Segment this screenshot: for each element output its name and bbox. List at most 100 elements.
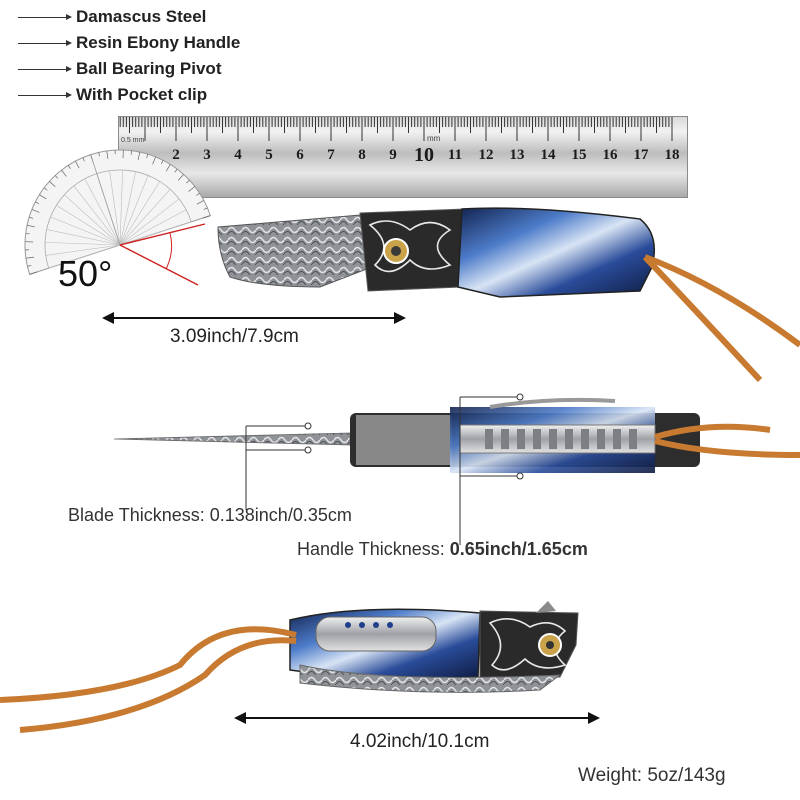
protractor-tick — [29, 216, 34, 219]
knife-edge-view — [113, 397, 800, 473]
clip-ridge — [533, 429, 541, 449]
dimension-arrow-top — [102, 312, 406, 324]
protractor-tick — [174, 168, 178, 173]
protractor-tick — [152, 156, 156, 165]
protractor-tick — [54, 175, 59, 179]
protractor-tick — [39, 194, 47, 200]
clip-ridge — [581, 429, 589, 449]
protractor-ray — [56, 205, 121, 246]
protractor-tick — [203, 207, 208, 210]
ruler-number: 4 — [234, 147, 242, 163]
protractor-tick — [130, 150, 132, 155]
feature-item-handle: Resin Ebony Handle — [18, 32, 240, 54]
protractor-tick — [61, 169, 67, 177]
protractor-tick — [25, 241, 34, 243]
protractor-tick — [75, 160, 80, 169]
protractor — [24, 149, 211, 286]
protractor-ray — [119, 170, 123, 246]
knife-open-side — [217, 207, 800, 383]
protractor-tick — [25, 256, 34, 259]
protractor-tick — [196, 200, 205, 205]
protractor-tick — [49, 181, 56, 188]
ruler-ticks — [119, 117, 673, 141]
protractor-tick — [177, 174, 184, 181]
dimension-label-top: 3.09inch/7.9cm — [170, 326, 299, 347]
feature-item-damascus: Damascus Steel — [18, 6, 206, 28]
ruler-number: 3 — [203, 147, 211, 163]
ruler-number: 14 — [540, 147, 556, 163]
ruler-number: 7 — [327, 147, 335, 163]
protractor-tick — [146, 154, 149, 159]
ruler-number: 2 — [172, 147, 180, 163]
clip-ridge — [629, 429, 637, 449]
protractor-ray — [119, 171, 136, 246]
ruler-number: 10 — [414, 144, 434, 166]
protractor-tick — [202, 215, 211, 219]
weight-caption: Weight: 5oz/143g — [578, 765, 726, 786]
feature-label: Damascus Steel — [76, 7, 207, 26]
ruler-number: 15 — [571, 147, 587, 163]
protractor-tick — [196, 192, 200, 196]
protractor-tick — [188, 186, 196, 192]
protractor-tick — [137, 152, 141, 160]
protractor-ray — [73, 185, 121, 246]
thickness-indicators — [245, 393, 524, 545]
dimension-label-bottom: 4.02inch/10.1cm — [350, 731, 490, 752]
ruler-number: 12 — [478, 147, 494, 163]
handle-thickness-caption: Handle Thickness: 0.65inch/1.65cm — [297, 539, 588, 559]
feature-label: Resin Ebony Handle — [76, 33, 241, 52]
protractor-ray — [84, 178, 121, 246]
arrow-right-icon — [18, 13, 72, 20]
ruler-number: 5 — [265, 147, 273, 163]
feature-label: With Pocket clip — [76, 85, 208, 104]
protractor-ray — [50, 216, 121, 246]
feature-label: Ball Bearing Pivot — [76, 59, 222, 78]
protractor-ray — [45, 244, 121, 256]
ruler-number: 11 — [447, 147, 463, 163]
ruler-number: 18 — [664, 147, 680, 163]
ruler-number: 16 — [602, 147, 618, 163]
protractor-tick — [35, 201, 40, 204]
ruler-number: 17 — [633, 147, 649, 163]
protractor-angle-label: 50° — [58, 253, 113, 294]
protractor-ray — [48, 244, 121, 269]
protractor-tick — [25, 233, 30, 235]
arrow-right-icon — [18, 65, 72, 72]
protractor-ray — [45, 242, 121, 246]
ruler-number: 8 — [358, 147, 366, 163]
protractor-tick — [98, 152, 100, 157]
blade-thickness-caption: Blade Thickness: 0.138inch/0.35cm — [68, 505, 352, 525]
protractor-tick — [31, 209, 40, 213]
protractor-ray — [119, 175, 149, 246]
knife-closed-side — [0, 601, 579, 733]
steel-ruler: 0.5 mm mm 2 3 4 5 6 7 8 9 10 11 12 13 14 15 16 17 18 — [118, 116, 688, 198]
ruler-number: 6 — [296, 147, 304, 163]
protractor-ray — [119, 198, 180, 246]
feature-item-pivot: Ball Bearing Pivot — [18, 58, 221, 80]
protractor-tick — [165, 164, 171, 172]
ruler-number: 9 — [389, 147, 397, 163]
dimension-arrow-bottom — [234, 712, 600, 724]
protractor-tick — [186, 179, 190, 184]
protractor-tick — [27, 265, 32, 267]
clip-ridge — [549, 429, 557, 449]
protractor-ray — [64, 194, 121, 246]
arrow-right-icon — [18, 39, 72, 46]
ruler-number: 13 — [509, 147, 525, 163]
protractor-tick — [106, 150, 109, 159]
ruler-small-label: 0.5 mm — [121, 137, 145, 144]
clip-ridge — [517, 429, 525, 449]
protractor-tick — [25, 249, 30, 251]
protractor-ray — [119, 189, 171, 246]
protractor-tick — [114, 150, 116, 155]
protractor-tick — [43, 187, 48, 191]
ruler-unit-label: mm — [427, 134, 441, 143]
protractor-tick — [82, 157, 85, 162]
protractor-ray — [119, 209, 187, 246]
protractor-ray — [109, 170, 121, 246]
clip-ridge — [613, 429, 621, 449]
protractor-tick — [29, 271, 38, 275]
feature-item-clip: With Pocket clip — [18, 84, 207, 106]
clip-ridge — [597, 429, 605, 449]
protractor-tick — [67, 165, 71, 169]
